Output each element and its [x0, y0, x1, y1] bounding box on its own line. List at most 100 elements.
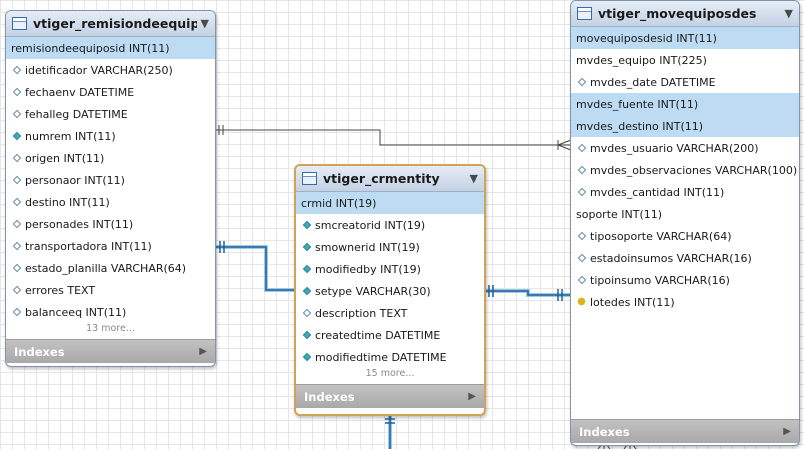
collapse-toggle-icon[interactable]: ▼ — [200, 17, 209, 30]
column-row[interactable]: fechaenv DATETIME — [6, 81, 215, 103]
nullable-diamond-icon — [11, 109, 22, 120]
column-row[interactable]: estadoinsumos VARCHAR(16) — [571, 247, 799, 269]
nullable-diamond-icon — [11, 263, 22, 274]
column-row[interactable]: mvdes_destino INT(11) — [571, 115, 799, 137]
column-label: smownerid INT(19) — [315, 240, 420, 254]
column-list: remisiondeequiposid INT(11) idetificador … — [6, 37, 215, 323]
column-row[interactable]: mvdes_fuente INT(11) — [571, 93, 799, 115]
column-label: tiposoporte VARCHAR(64) — [590, 229, 732, 243]
column-label: mvdes_equipo INT(225) — [576, 53, 707, 67]
collapse-toggle-icon[interactable]: ▼ — [784, 7, 793, 20]
column-label: estadoinsumos VARCHAR(16) — [590, 251, 752, 265]
column-label: personaor INT(11) — [25, 173, 125, 187]
column-row[interactable]: crmid INT(19) — [296, 192, 484, 214]
column-label: createdtime DATETIME — [315, 328, 441, 342]
more-columns-label[interactable]: 15 more... — [365, 368, 415, 379]
table-icon — [12, 17, 27, 30]
table-crmentity[interactable]: vtiger_crmentity ▼ crmid INT(19) smcreato… — [294, 164, 486, 416]
table-remisiondeequipos[interactable]: vtiger_remisiondeequipos ▼ remisiondeequ… — [5, 10, 216, 367]
nullable-diamond-icon — [11, 219, 22, 230]
nullable-diamond-icon — [11, 175, 22, 186]
expand-arrow-icon[interactable]: ▶ — [468, 391, 476, 402]
column-row[interactable]: personaor INT(11) — [6, 169, 215, 191]
not-null-diamond-icon — [301, 330, 312, 341]
column-label: lotedes INT(11) — [590, 295, 675, 309]
not-null-diamond-icon — [301, 286, 312, 297]
column-label: setype VARCHAR(30) — [315, 284, 431, 298]
indexes-section[interactable]: Indexes ▶ — [296, 384, 484, 408]
column-row[interactable]: numrem INT(11) — [6, 125, 215, 147]
table-title: vtiger_crmentity — [323, 171, 440, 186]
nullable-diamond-icon — [576, 165, 587, 176]
column-label: origen INT(11) — [25, 151, 105, 165]
table-icon — [577, 7, 592, 20]
nullable-diamond-icon — [11, 285, 22, 296]
relationship-remision-movequipos[interactable] — [215, 125, 572, 151]
expand-arrow-icon[interactable]: ▶ — [783, 426, 791, 437]
column-row[interactable]: errores TEXT — [6, 279, 215, 301]
column-row[interactable]: tiposoporte VARCHAR(64) — [571, 225, 799, 247]
column-row[interactable]: personades INT(11) — [6, 213, 215, 235]
column-label: smcreatorid INT(19) — [315, 218, 426, 232]
column-row[interactable]: transportadora INT(11) — [6, 235, 215, 257]
nullable-diamond-icon — [11, 197, 22, 208]
column-row[interactable]: destino INT(11) — [6, 191, 215, 213]
column-list: movequiposdesid INT(11) mvdes_equipo INT(… — [571, 27, 799, 313]
column-row[interactable]: balanceeq INT(11) — [6, 301, 215, 323]
column-row[interactable]: createdtime DATETIME — [296, 324, 484, 346]
column-row[interactable]: estado_planilla VARCHAR(64) — [6, 257, 215, 279]
column-label: description TEXT — [315, 306, 408, 320]
column-row[interactable]: soporte INT(11) — [571, 203, 799, 225]
relationship-crmentity-movequipos[interactable] — [484, 285, 571, 301]
indexes-label: Indexes — [579, 424, 630, 439]
column-row[interactable]: smownerid INT(19) — [296, 236, 484, 258]
column-row[interactable]: fehalleg DATETIME — [6, 103, 215, 125]
nullable-diamond-icon — [576, 143, 587, 154]
nullable-diamond-icon — [301, 308, 312, 319]
column-label: modifiedtime DATETIME — [315, 350, 447, 364]
column-row[interactable]: mvdes_observaciones VARCHAR(100) — [571, 159, 799, 181]
column-row[interactable]: origen INT(11) — [6, 147, 215, 169]
column-row[interactable]: ●lotedes INT(11) — [571, 291, 799, 313]
column-row[interactable]: mvdes_equipo INT(225) — [571, 49, 799, 71]
table-icon — [302, 172, 317, 185]
column-row[interactable]: mvdes_cantidad INT(11) — [571, 181, 799, 203]
column-label: modifiedby INT(19) — [315, 262, 421, 276]
nullable-diamond-icon — [11, 65, 22, 76]
column-row[interactable]: idetificador VARCHAR(250) — [6, 59, 215, 81]
column-label: movequiposdesid INT(11) — [576, 31, 717, 45]
column-row[interactable]: modifiedby INT(19) — [296, 258, 484, 280]
column-label: crmid INT(19) — [301, 196, 377, 210]
column-label: idetificador VARCHAR(250) — [25, 63, 173, 77]
column-row[interactable]: movequiposdesid INT(11) — [571, 27, 799, 49]
relationship-remision-crmentity[interactable] — [215, 241, 296, 292]
nullable-diamond-icon — [11, 87, 22, 98]
table-header[interactable]: vtiger_crmentity ▼ — [296, 166, 484, 192]
column-row[interactable]: modifiedtime DATETIME — [296, 346, 484, 368]
not-null-diamond-icon — [301, 242, 312, 253]
column-row[interactable]: mvdes_date DATETIME — [571, 71, 799, 93]
column-row[interactable]: smcreatorid INT(19) — [296, 214, 484, 236]
column-row[interactable]: tipoinsumo VARCHAR(16) — [571, 269, 799, 291]
column-label: mvdes_observaciones VARCHAR(100) — [590, 163, 798, 177]
more-columns-label[interactable]: 13 more... — [86, 323, 135, 334]
table-header[interactable]: vtiger_remisiondeequipos ▼ — [6, 11, 215, 37]
column-label: fechaenv DATETIME — [25, 85, 135, 99]
column-row[interactable]: remisiondeequiposid INT(11) — [6, 37, 215, 59]
column-label: estado_planilla VARCHAR(64) — [25, 261, 187, 275]
not-null-diamond-icon — [11, 131, 22, 142]
expand-arrow-icon[interactable]: ▶ — [199, 346, 207, 357]
column-row[interactable]: mvdes_usuario VARCHAR(200) — [571, 137, 799, 159]
relationship-crmentity-down[interactable] — [385, 415, 395, 449]
table-movequiposdes[interactable]: vtiger_movequiposdes ▼ movequiposdesid I… — [570, 0, 800, 446]
nullable-diamond-icon — [576, 275, 587, 286]
column-label: numrem INT(11) — [25, 129, 116, 143]
indexes-section[interactable]: Indexes ▶ — [6, 339, 215, 363]
column-label: mvdes_fuente INT(11) — [576, 97, 699, 111]
collapse-toggle-icon[interactable]: ▼ — [469, 172, 478, 185]
column-row[interactable]: setype VARCHAR(30) — [296, 280, 484, 302]
table-header[interactable]: vtiger_movequiposdes ▼ — [571, 1, 799, 27]
indexes-section[interactable]: Indexes ▶ — [571, 419, 799, 443]
table-title: vtiger_remisiondeequipos — [33, 16, 197, 31]
column-row[interactable]: description TEXT — [296, 302, 484, 324]
